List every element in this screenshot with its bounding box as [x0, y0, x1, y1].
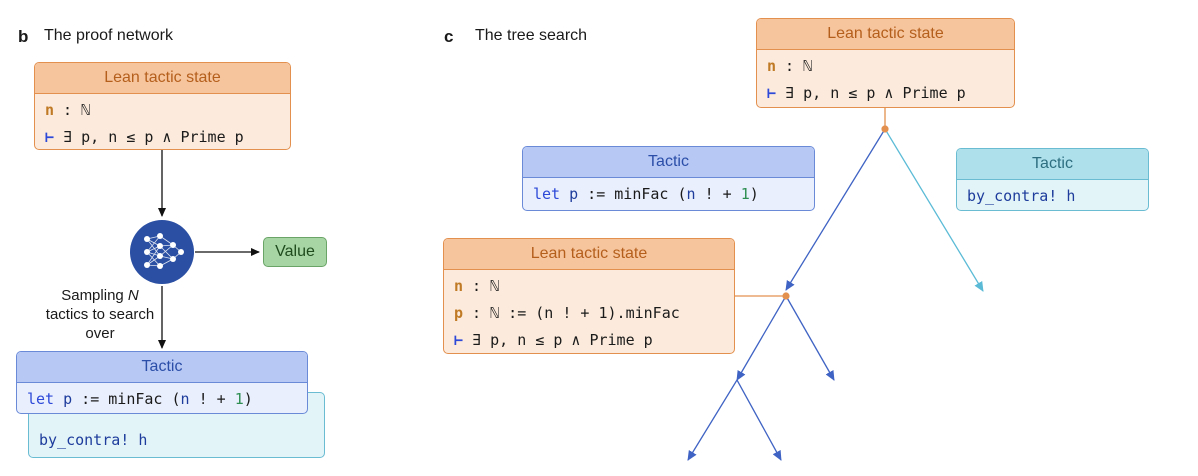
tactic-left-code: let p := minFac (n ! + 1): [533, 181, 804, 208]
sampling-prefix: Sampling: [61, 287, 128, 304]
root-state-line-2: ⊢ ∃ p, n ≤ p ∧ Prime p: [767, 80, 1004, 107]
var-p: p: [454, 304, 464, 322]
code-mid: := minFac (: [578, 185, 687, 203]
lean-state-body: n : ℕ ⊢ ∃ p, n ≤ p ∧ Prime p: [35, 94, 290, 149]
panel-c-title: The tree search: [475, 27, 588, 44]
line-text: : ℕ: [54, 101, 91, 119]
turnstile: ⊢: [767, 84, 777, 102]
root-state-line-1: n : ℕ: [767, 53, 1004, 80]
tactic-header: Tactic: [17, 352, 307, 383]
tree-edge-l2-left: [687, 379, 738, 461]
code-mid: := minFac (: [72, 390, 181, 408]
lean-state-header: Lean tactic state: [35, 63, 290, 94]
tactic-left-header: Tactic: [523, 147, 814, 178]
tree-edge-root-left: [785, 128, 886, 291]
child-state-line-1: n : ℕ: [454, 273, 724, 300]
tactic-right-header: Tactic: [957, 149, 1148, 180]
var-n: n: [180, 390, 190, 408]
proof-network-tactic: Tactic let p := minFac (n ! + 1): [16, 351, 308, 414]
code-num: 1: [740, 185, 750, 203]
code-num: 1: [234, 390, 244, 408]
child-state-body: n : ℕ p : ℕ := (n ! + 1).minFac ⊢ ∃ p, n…: [444, 270, 734, 353]
lean-state-line-1: n : ℕ: [45, 97, 280, 124]
value-output-box: Value: [263, 237, 327, 267]
turnstile: ⊢: [454, 331, 464, 349]
line-text: ∃ p, n ≤ p ∧ Prime p: [776, 84, 966, 102]
line-text: ∃ p, n ≤ p ∧ Prime p: [54, 128, 244, 146]
neural-network-icon: [130, 220, 194, 284]
var-p: p: [560, 185, 579, 203]
line-text: ∃ p, n ≤ p ∧ Prime p: [463, 331, 653, 349]
panel-b-letter: b: [18, 27, 29, 46]
panel-b-title: The proof network: [44, 27, 173, 44]
var-n: n: [454, 277, 464, 295]
kw-let: let: [27, 390, 55, 408]
tree-edge-l1-left: [736, 295, 787, 381]
var-n: n: [767, 57, 777, 75]
line-text: : ℕ: [463, 277, 500, 295]
proof-network-lean-state: Lean tactic state n : ℕ ⊢ ∃ p, n ≤ p ∧ P…: [34, 62, 291, 150]
child-state-line-2: p : ℕ := (n ! + 1).minFac: [454, 300, 724, 327]
child-state-line-3: ⊢ ∃ p, n ≤ p ∧ Prime p: [454, 327, 724, 353]
child-state-header: Lean tactic state: [444, 239, 734, 270]
var-p: p: [54, 390, 73, 408]
tree-node-child: [782, 292, 790, 300]
sampling-n: N: [127, 287, 139, 304]
line-text: : ℕ := (n ! + 1).minFac: [463, 304, 680, 322]
tactic-body: let p := minFac (n ! + 1): [17, 383, 307, 413]
sampling-label: Sampling N tactics to search over: [40, 286, 160, 343]
tactic-right-text: by_contra! h: [967, 187, 1076, 205]
code-close: ): [243, 390, 253, 408]
code-op: ! +: [695, 185, 741, 203]
lean-state-line-2: ⊢ ∃ p, n ≤ p ∧ Prime p: [45, 124, 280, 149]
tree-tactic-left: Tactic let p := minFac (n ! + 1): [522, 146, 815, 211]
var-n: n: [686, 185, 696, 203]
turnstile: ⊢: [45, 128, 55, 146]
tactic-alt-text: by_contra! h: [39, 431, 148, 449]
tree-edge-l2-right: [736, 379, 782, 461]
kw-let: let: [533, 185, 561, 203]
sampling-rest: tactics to search over: [45, 306, 155, 342]
tree-child-lean-state: Lean tactic state n : ℕ p : ℕ := (n ! + …: [443, 238, 735, 354]
root-state-body: n : ℕ ⊢ ∃ p, n ≤ p ∧ Prime p: [757, 50, 1014, 107]
tactic-code: let p := minFac (n ! + 1): [27, 386, 297, 413]
code-close: ): [749, 185, 759, 203]
tree-edge-l1-right: [785, 295, 835, 381]
code-op: ! +: [189, 390, 235, 408]
line-text: : ℕ: [776, 57, 813, 75]
tree-tactic-right: Tactic by_contra! h: [956, 148, 1149, 211]
tactic-right-body: by_contra! h: [957, 180, 1148, 210]
tree-root-lean-state: Lean tactic state n : ℕ ⊢ ∃ p, n ≤ p ∧ P…: [756, 18, 1015, 108]
panel-c-letter: c: [444, 27, 454, 46]
tactic-alt-body: by_contra! h: [29, 393, 324, 457]
root-state-header: Lean tactic state: [757, 19, 1014, 50]
tactic-left-body: let p := minFac (n ! + 1): [523, 178, 814, 210]
tree-edge-root-right: [884, 128, 984, 292]
var-n: n: [45, 101, 55, 119]
tree-node-root: [881, 125, 889, 133]
